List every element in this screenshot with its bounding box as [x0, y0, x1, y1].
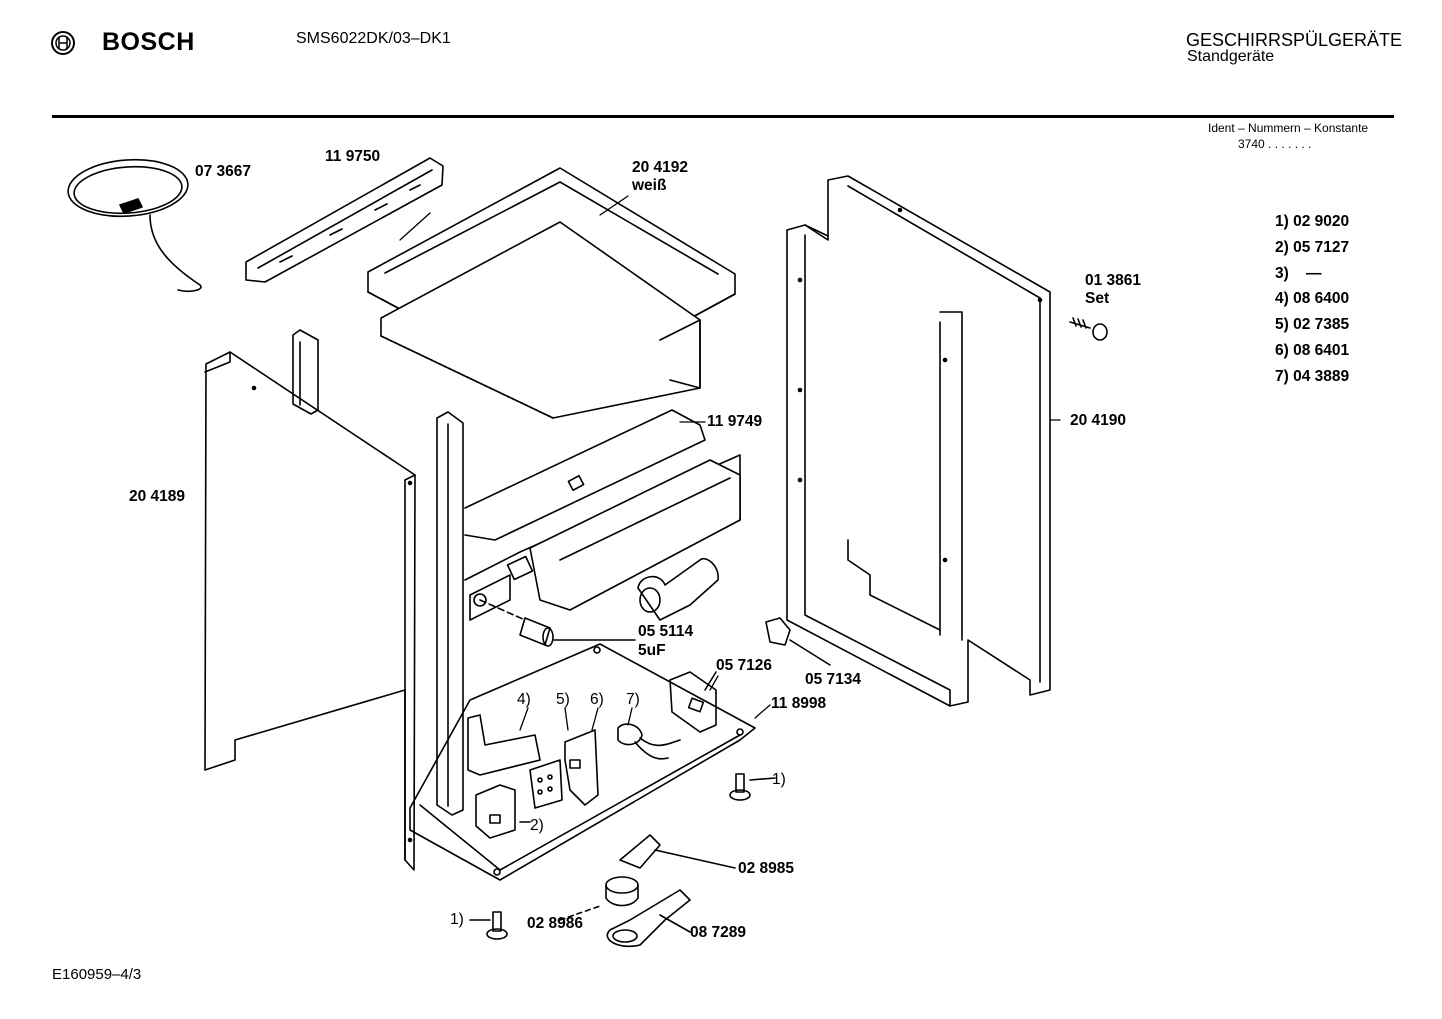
callout-label: 6) — [590, 691, 604, 708]
base-plate-drawing — [410, 644, 755, 880]
legend-item: 4) 08 6400 — [1275, 290, 1350, 307]
part-label: 05 5114 — [638, 623, 694, 640]
callout-label: 5) — [556, 691, 570, 708]
part-label: 5uF — [638, 642, 666, 659]
small-components-drawing — [468, 715, 680, 838]
appliance-subcategory: Standgeräte — [1187, 48, 1275, 65]
appliance-category: GESCHIRRSPÜLGERÄTE — [1186, 30, 1403, 50]
ident-value: 3740 . . . . . . . — [1238, 137, 1312, 151]
part-label: 20 4192 — [632, 159, 689, 176]
part-label: 02 8985 — [738, 860, 795, 877]
legend-item: 7) 04 3889 — [1275, 368, 1350, 385]
brand-name: BOSCH — [102, 28, 195, 56]
part-label: 02 8986 — [527, 915, 584, 932]
worktop-drawing — [368, 168, 735, 418]
screw-set-drawing — [1070, 318, 1107, 340]
part-label: Set — [1085, 290, 1110, 307]
part-label: 05 7134 — [805, 671, 862, 688]
part-label: 11 8998 — [771, 695, 827, 712]
leader-lines — [400, 196, 1060, 730]
left-frame-rail-drawing — [293, 330, 463, 815]
heater-parts-drawing — [560, 835, 735, 946]
right-frame-drawing — [787, 176, 1050, 706]
part-label: 08 7289 — [690, 924, 747, 941]
rail-119750-drawing — [246, 158, 443, 282]
legend-item: 5) 02 7385 — [1275, 316, 1350, 333]
part-label: 20 4190 — [1070, 412, 1127, 429]
left-side-panel-drawing — [205, 352, 415, 870]
part-label: weiß — [632, 177, 667, 194]
power-cord-drawing — [66, 156, 201, 291]
part-label: 01 3861 — [1085, 272, 1142, 289]
part-label: 07 3667 — [195, 163, 252, 180]
capacitor-drawing — [480, 600, 635, 646]
header-divider — [52, 115, 1394, 118]
bosch-logo-icon — [51, 31, 75, 55]
adjustable-foot-drawing — [470, 774, 775, 939]
front-panel-drawing — [465, 410, 740, 620]
drawing-id: E160959–4/3 — [52, 966, 142, 983]
part-label: 11 9750 — [325, 148, 381, 165]
callout-label: 2) — [530, 817, 544, 834]
model-number: SMS6022DK/03–DK1 — [296, 30, 451, 47]
part-label: 05 7126 — [716, 657, 773, 674]
callout-label: 7) — [626, 691, 640, 708]
part-label: 11 9749 — [707, 413, 763, 430]
legend-item: 2) 05 7127 — [1275, 239, 1350, 256]
hose-connector-drawing — [638, 559, 718, 620]
part-label: 20 4189 — [129, 488, 186, 505]
legend-item: 3) — — [1275, 265, 1322, 282]
callout-label: 4) — [517, 691, 531, 708]
door-switch-drawing — [766, 618, 830, 665]
legend-item: 1) 02 9020 — [1275, 213, 1350, 230]
legend-item: 6) 08 6401 — [1275, 342, 1350, 359]
bracket-057126-drawing — [670, 672, 716, 732]
callout-label: 1) — [772, 771, 786, 788]
ident-title: Ident – Nummern – Konstante — [1208, 121, 1369, 135]
callout-label: 1) — [450, 911, 464, 928]
